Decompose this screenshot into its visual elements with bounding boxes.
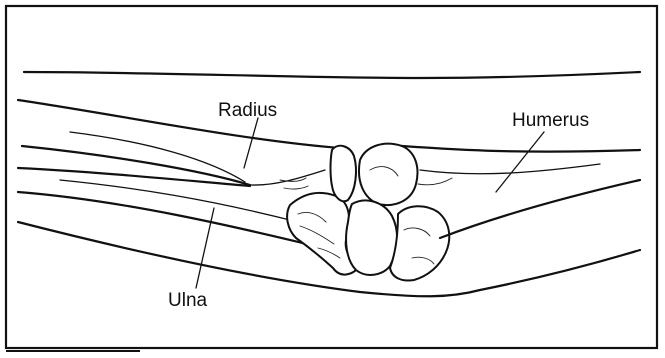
arm-top-contour [24, 72, 640, 78]
radius-label: Radius [218, 100, 277, 121]
radius-shaft-line [70, 132, 245, 182]
ulna-bone [18, 168, 360, 275]
humerus-label: Humerus [512, 110, 589, 131]
ulna-label: Ulna [168, 290, 208, 311]
humerus-bone [331, 144, 641, 281]
radius-leader-line [244, 118, 258, 168]
humerus-epicondyle [390, 206, 449, 280]
radius-neck [250, 170, 325, 185]
humerus-condyle [359, 144, 417, 205]
humerus-shaft-inner [420, 164, 600, 174]
humerus-shaft-lower [440, 180, 640, 238]
humerus-trochlea [346, 200, 397, 275]
humerus-shaft-upper [402, 146, 640, 152]
radius-lower-edge [22, 146, 250, 185]
radius-upper-edge [18, 100, 340, 148]
humerus-capitulum [331, 146, 357, 201]
radius-bone [18, 100, 340, 189]
humerus-leader-line [496, 132, 544, 192]
